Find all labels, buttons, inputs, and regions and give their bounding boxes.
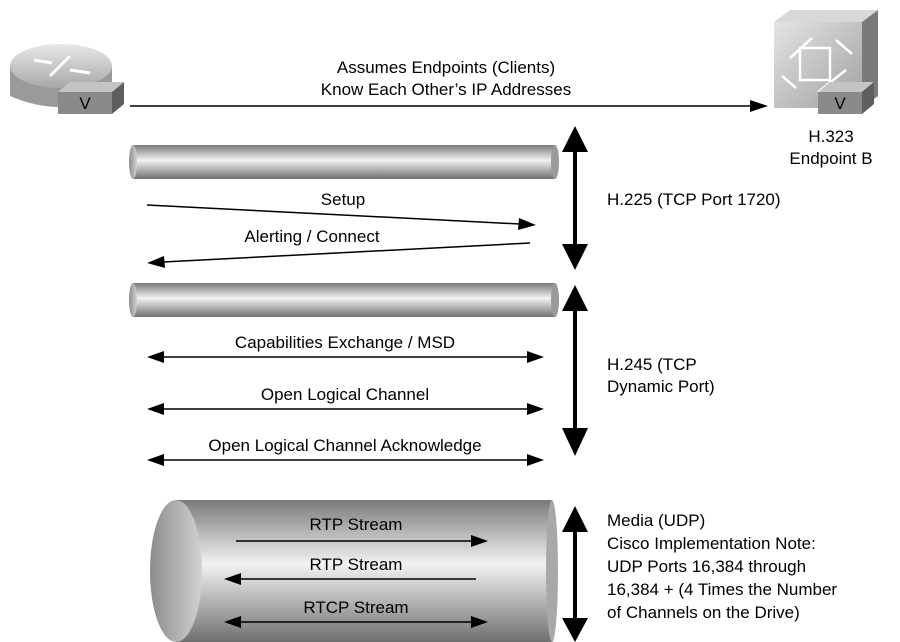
- h245-double-arrow: [562, 285, 588, 456]
- rtcp-stream-arrow: [224, 616, 488, 628]
- rtp-stream-arrow-2: [224, 573, 476, 585]
- open-logical-channel-label: Open Logical Channel: [260, 385, 430, 404]
- h225-pipe: [129, 145, 559, 179]
- top-connection-arrow: [130, 100, 768, 112]
- setup-label: Setup: [320, 190, 366, 209]
- setup-arrow: [146, 204, 536, 230]
- media-double-arrow: [562, 506, 588, 642]
- media-note-line3: UDP Ports 16,384 through: [607, 557, 807, 576]
- capabilities-exchange-arrow: [147, 351, 544, 363]
- alerting-connect-label: Alerting / Connect: [244, 227, 380, 246]
- media-note-line1: Media (UDP): [607, 511, 706, 530]
- open-logical-channel-arrow: [147, 403, 544, 415]
- media-note-line4: 16,384 + (4 Times the Number: [607, 580, 838, 599]
- h245-pipe: [129, 283, 559, 317]
- endpoint-b-label-line2: Endpoint B: [789, 149, 873, 168]
- rtp-stream-label-2: RTP Stream: [309, 555, 403, 574]
- router-icon: [10, 44, 124, 114]
- rtp-stream-arrow-1: [236, 535, 488, 547]
- h245-label-line1: H.245 (TCP: [607, 355, 697, 374]
- open-logical-channel-ack-label: Open Logical Channel Acknowledge: [208, 436, 482, 455]
- media-note-line5: of Channels on the Drive): [607, 603, 800, 622]
- rtcp-stream-label: RTCP Stream: [303, 598, 409, 617]
- top-message-line2: Know Each Other’s IP Addresses: [320, 80, 572, 99]
- endpoint-b-icon: [774, 10, 878, 114]
- media-note-line2: Cisco Implementation Note:: [607, 534, 816, 553]
- open-logical-channel-ack-arrow: [147, 454, 544, 466]
- alerting-connect-arrow: [147, 242, 531, 268]
- rtp-stream-label-1: RTP Stream: [309, 515, 403, 534]
- h245-label-line2: Dynamic Port): [607, 377, 715, 396]
- endpoint-b-badge: V: [834, 94, 846, 113]
- h225-double-arrow: [562, 126, 588, 270]
- top-message-line1: Assumes Endpoints (Clients): [336, 58, 556, 77]
- router-badge: V: [79, 94, 91, 113]
- capabilities-exchange-label: Capabilities Exchange / MSD: [234, 333, 456, 352]
- h225-label: H.225 (TCP Port 1720): [607, 190, 781, 209]
- endpoint-b-label-line1: H.323: [808, 127, 854, 146]
